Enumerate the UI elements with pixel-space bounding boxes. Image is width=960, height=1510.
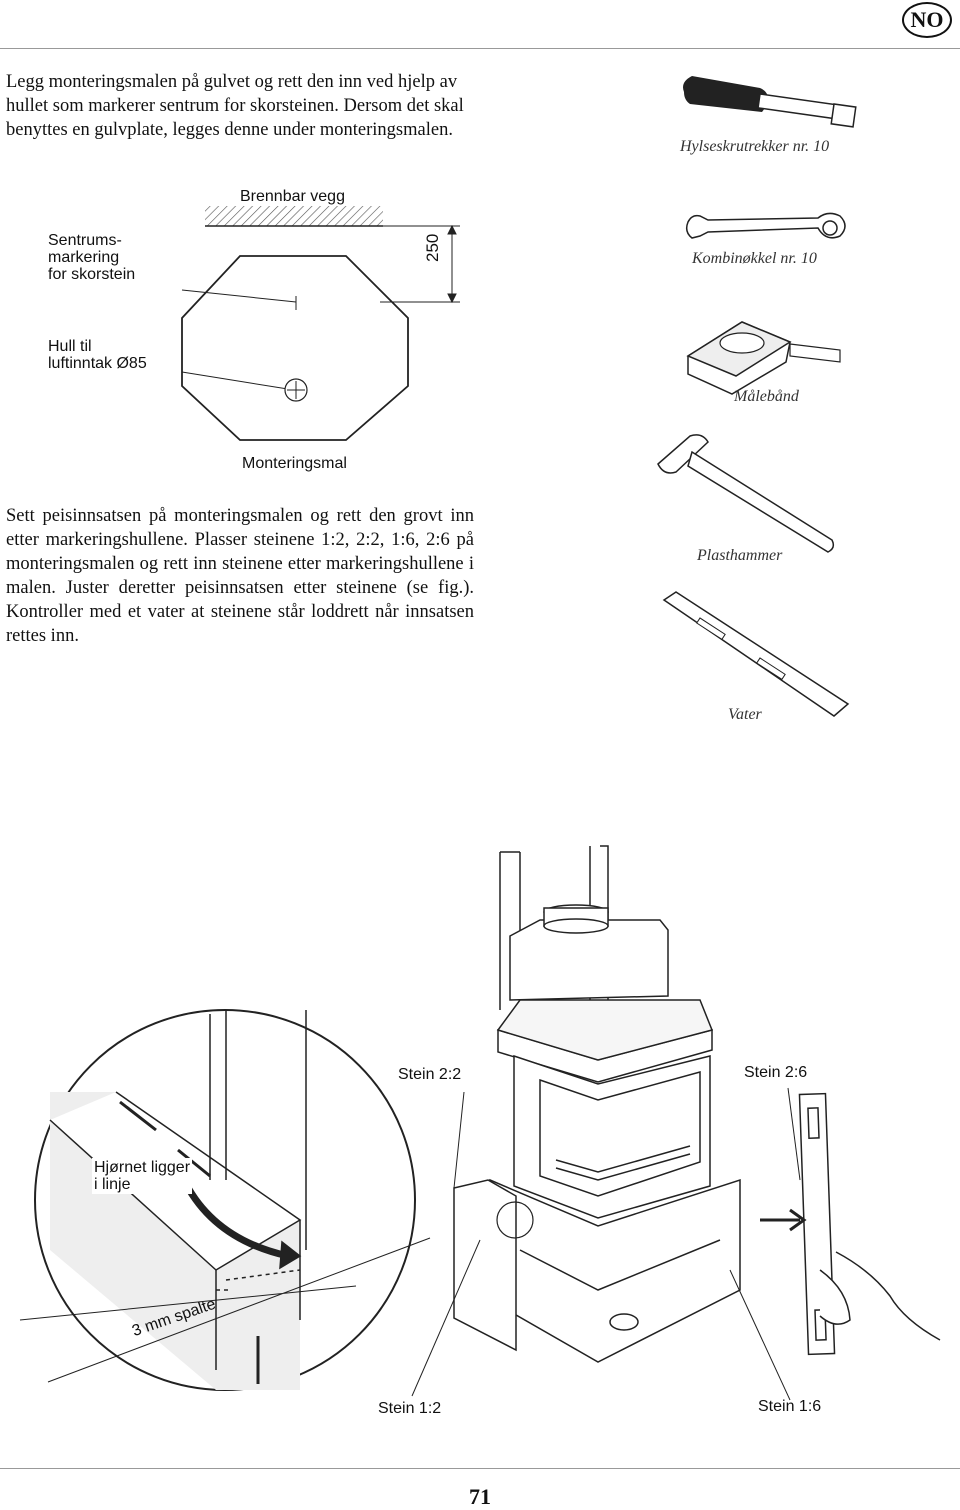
center-marking-label: Sentrums- markering for skorstein [48, 232, 136, 283]
tape-measure-icon [686, 321, 841, 395]
footer-rule [0, 1468, 960, 1469]
socket-screwdriver-icon [683, 76, 857, 128]
plastic-hammer-icon [657, 434, 835, 553]
header-rule [0, 48, 960, 49]
wall-label: Brennbar vegg [240, 188, 345, 205]
tool-label-hammer: Plasthammer [697, 547, 783, 564]
corner-aligned-label: Hjørnet ligger i linje [92, 1158, 193, 1194]
tool-label-wrench: Kombinøkkel nr. 10 [692, 250, 817, 267]
template-diagram [181, 206, 460, 441]
air-hole-label: Hull til luftinntak Ø85 [48, 338, 147, 372]
tool-label-screwdriver: Hylseskrutrekker nr. 10 [680, 138, 830, 155]
stone-label-1-2: Stein 1:2 [378, 1400, 442, 1417]
dimension-label: 250 [423, 233, 442, 262]
intro-paragraph: Legg monteringsmalen på gulvet og rett d… [6, 72, 464, 140]
spirit-level-icon [662, 591, 850, 717]
combination-wrench-icon [685, 212, 846, 239]
stone-label-1-6: Stein 1:6 [758, 1398, 822, 1415]
language-badge: NO [902, 2, 952, 38]
stone-label-2-6: Stein 2:6 [744, 1064, 808, 1081]
template-label: Monteringsmal [242, 455, 347, 472]
tool-label-level: Vater [728, 706, 762, 723]
tool-label-tape: Målebånd [734, 388, 799, 405]
instruction-paragraph: Sett peisinnsatsen på monteringsmalen og… [6, 506, 474, 646]
page-number: 71 [469, 1484, 491, 1509]
stone-label-2-2: Stein 2:2 [398, 1066, 462, 1083]
